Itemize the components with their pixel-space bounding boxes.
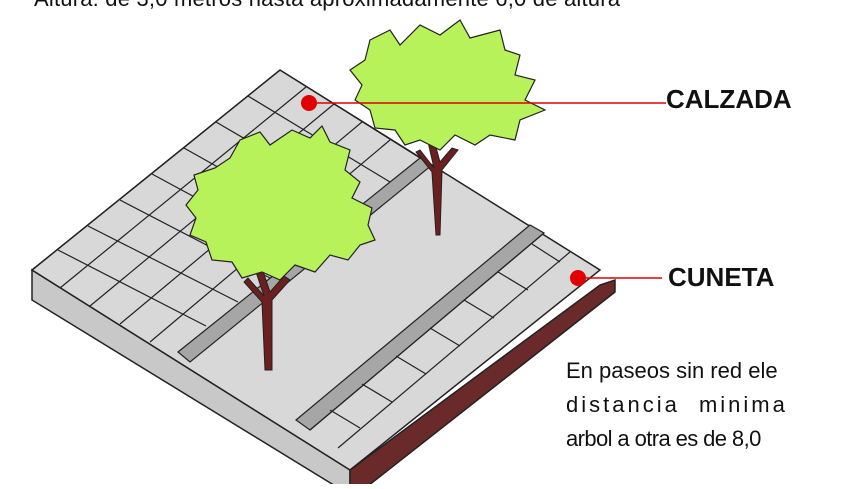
- cuneta-grid: [309, 232, 571, 449]
- calzada-marker: [301, 95, 317, 111]
- tree-back: [349, 19, 547, 236]
- note-line-3: arbol a otra es de 8,0: [566, 426, 761, 451]
- note-line-1: En paseos sin red ele: [566, 358, 778, 383]
- cuneta-marker: [570, 270, 586, 286]
- cuneta-label: CUNETA: [668, 262, 775, 292]
- curb-brown-side: [349, 278, 616, 489]
- calzada-label: CALZADA: [666, 84, 792, 114]
- tree-front: [185, 124, 376, 371]
- tree-back-foliage: [349, 19, 547, 151]
- note-line-2: distancia minima: [566, 392, 788, 417]
- tree-front-foliage: [185, 124, 376, 281]
- height-caption: Altura: de 3,0 metros hasta aproximadame…: [34, 0, 620, 12]
